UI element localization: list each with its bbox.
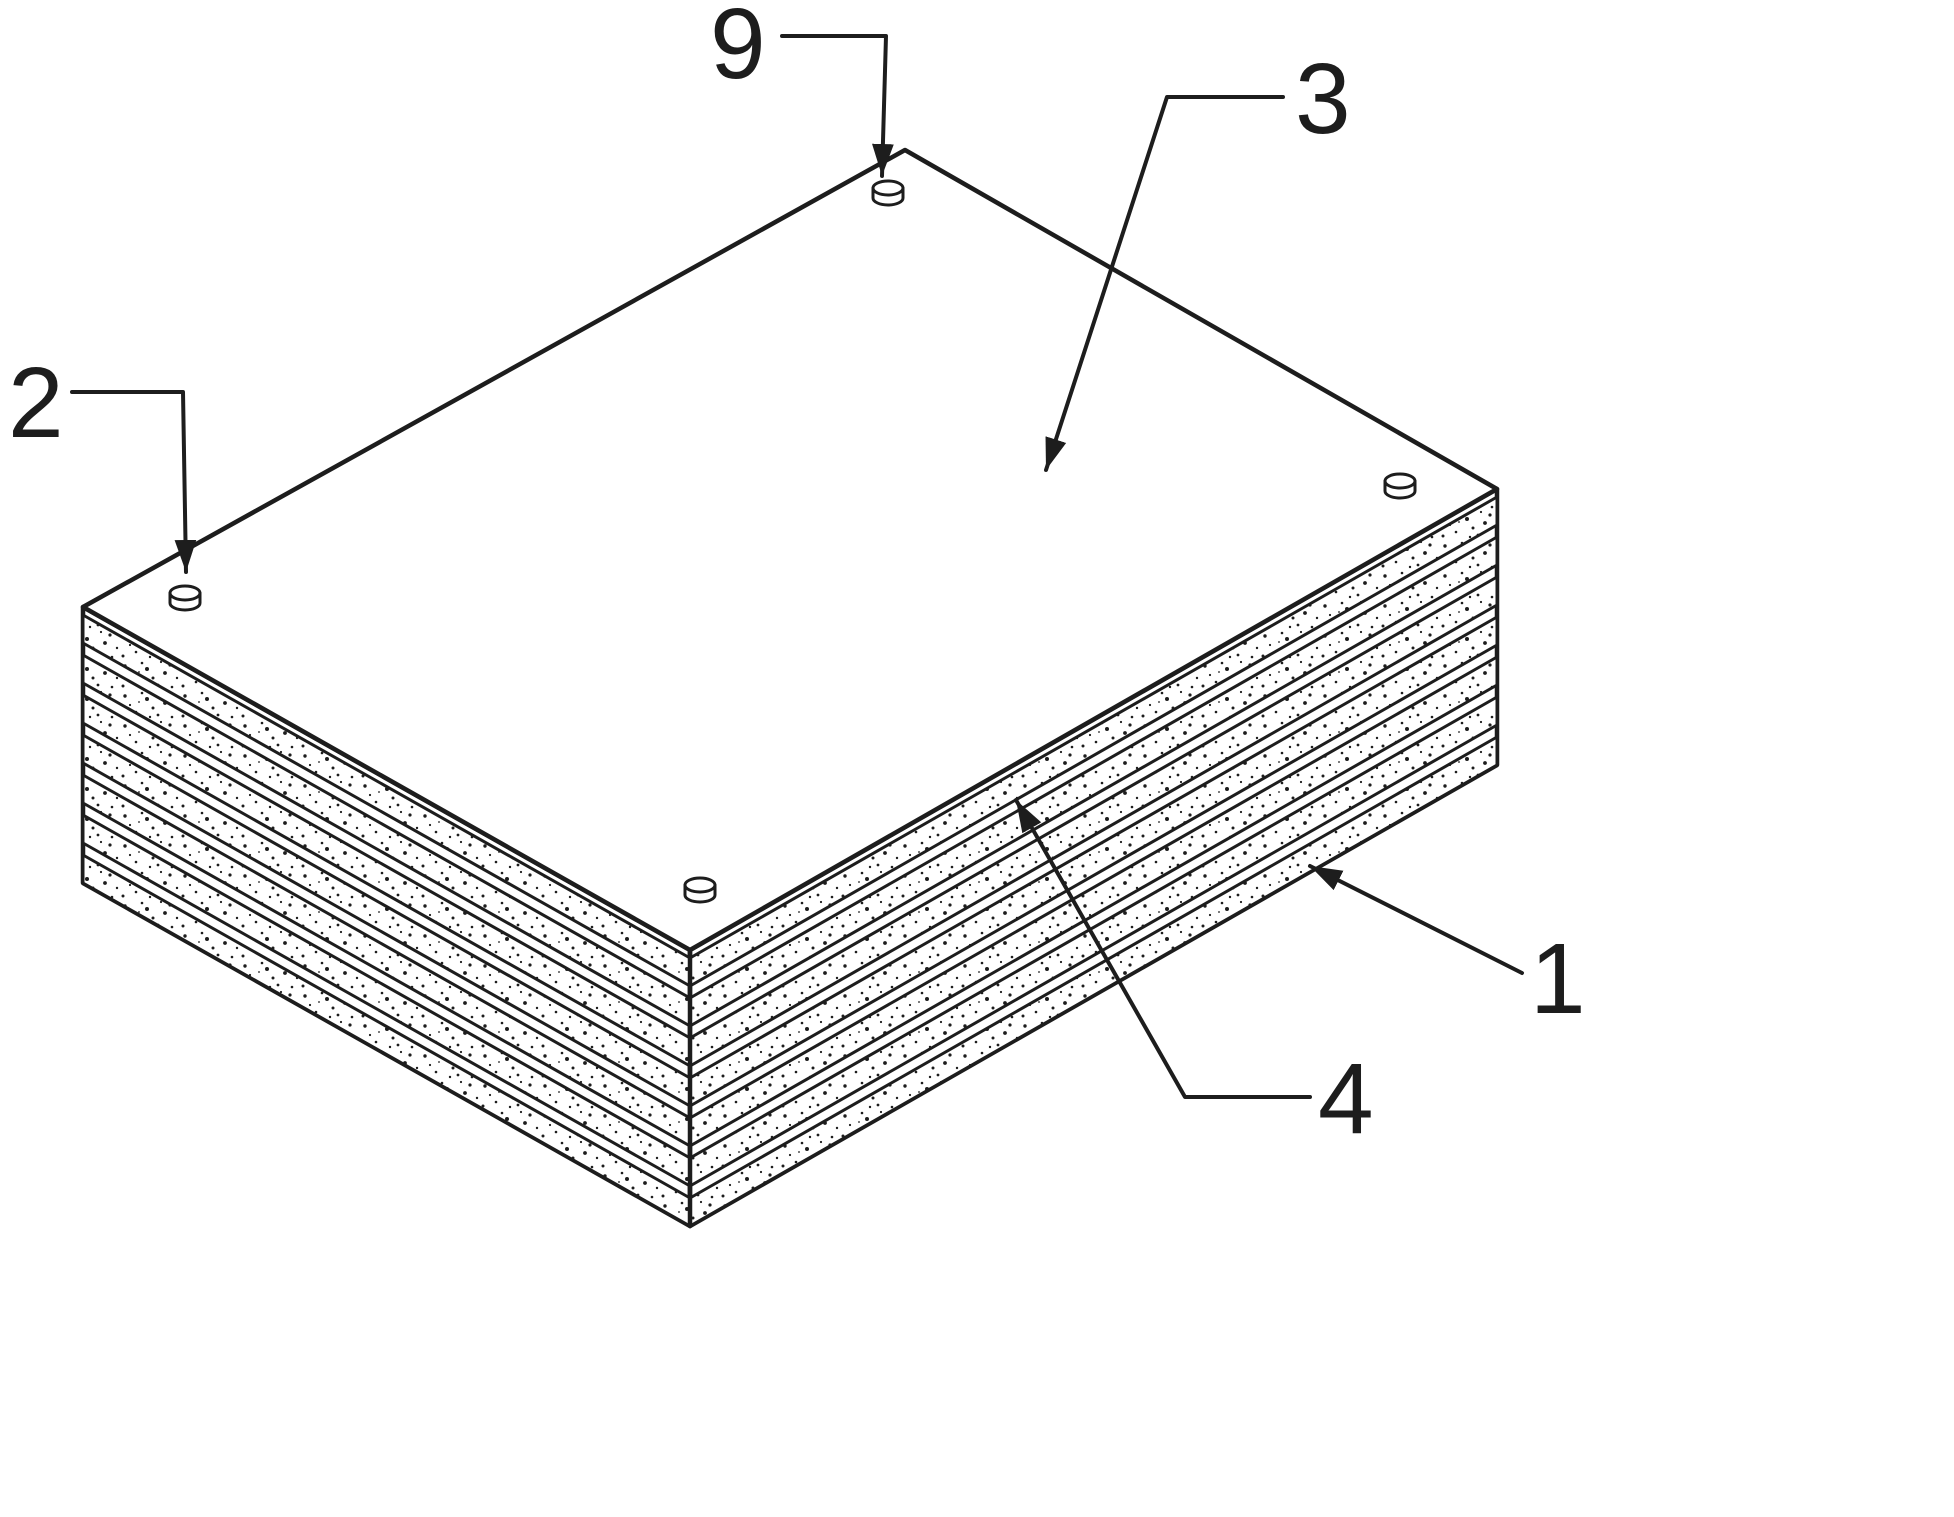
leader-line-9	[780, 34, 894, 178]
callout-label-top-face: 3	[1295, 43, 1351, 155]
corner-pin-front	[683, 876, 717, 904]
top-face	[80, 147, 1500, 953]
leader-line-2	[70, 390, 197, 574]
corner-pin-top	[871, 179, 905, 207]
callout-label-core-layer: 4	[1318, 1043, 1374, 1155]
leader-line-1	[1308, 864, 1524, 975]
leader-line-4	[1014, 798, 1312, 1099]
corner-pin-right	[1383, 472, 1417, 500]
corner-pin-left	[168, 584, 202, 612]
callout-label-left-pin: 2	[8, 347, 64, 459]
callout-label-top-pin: 9	[710, 0, 766, 100]
callout-label-outer-layer: 1	[1530, 923, 1586, 1035]
leader-line-3	[1044, 95, 1285, 472]
